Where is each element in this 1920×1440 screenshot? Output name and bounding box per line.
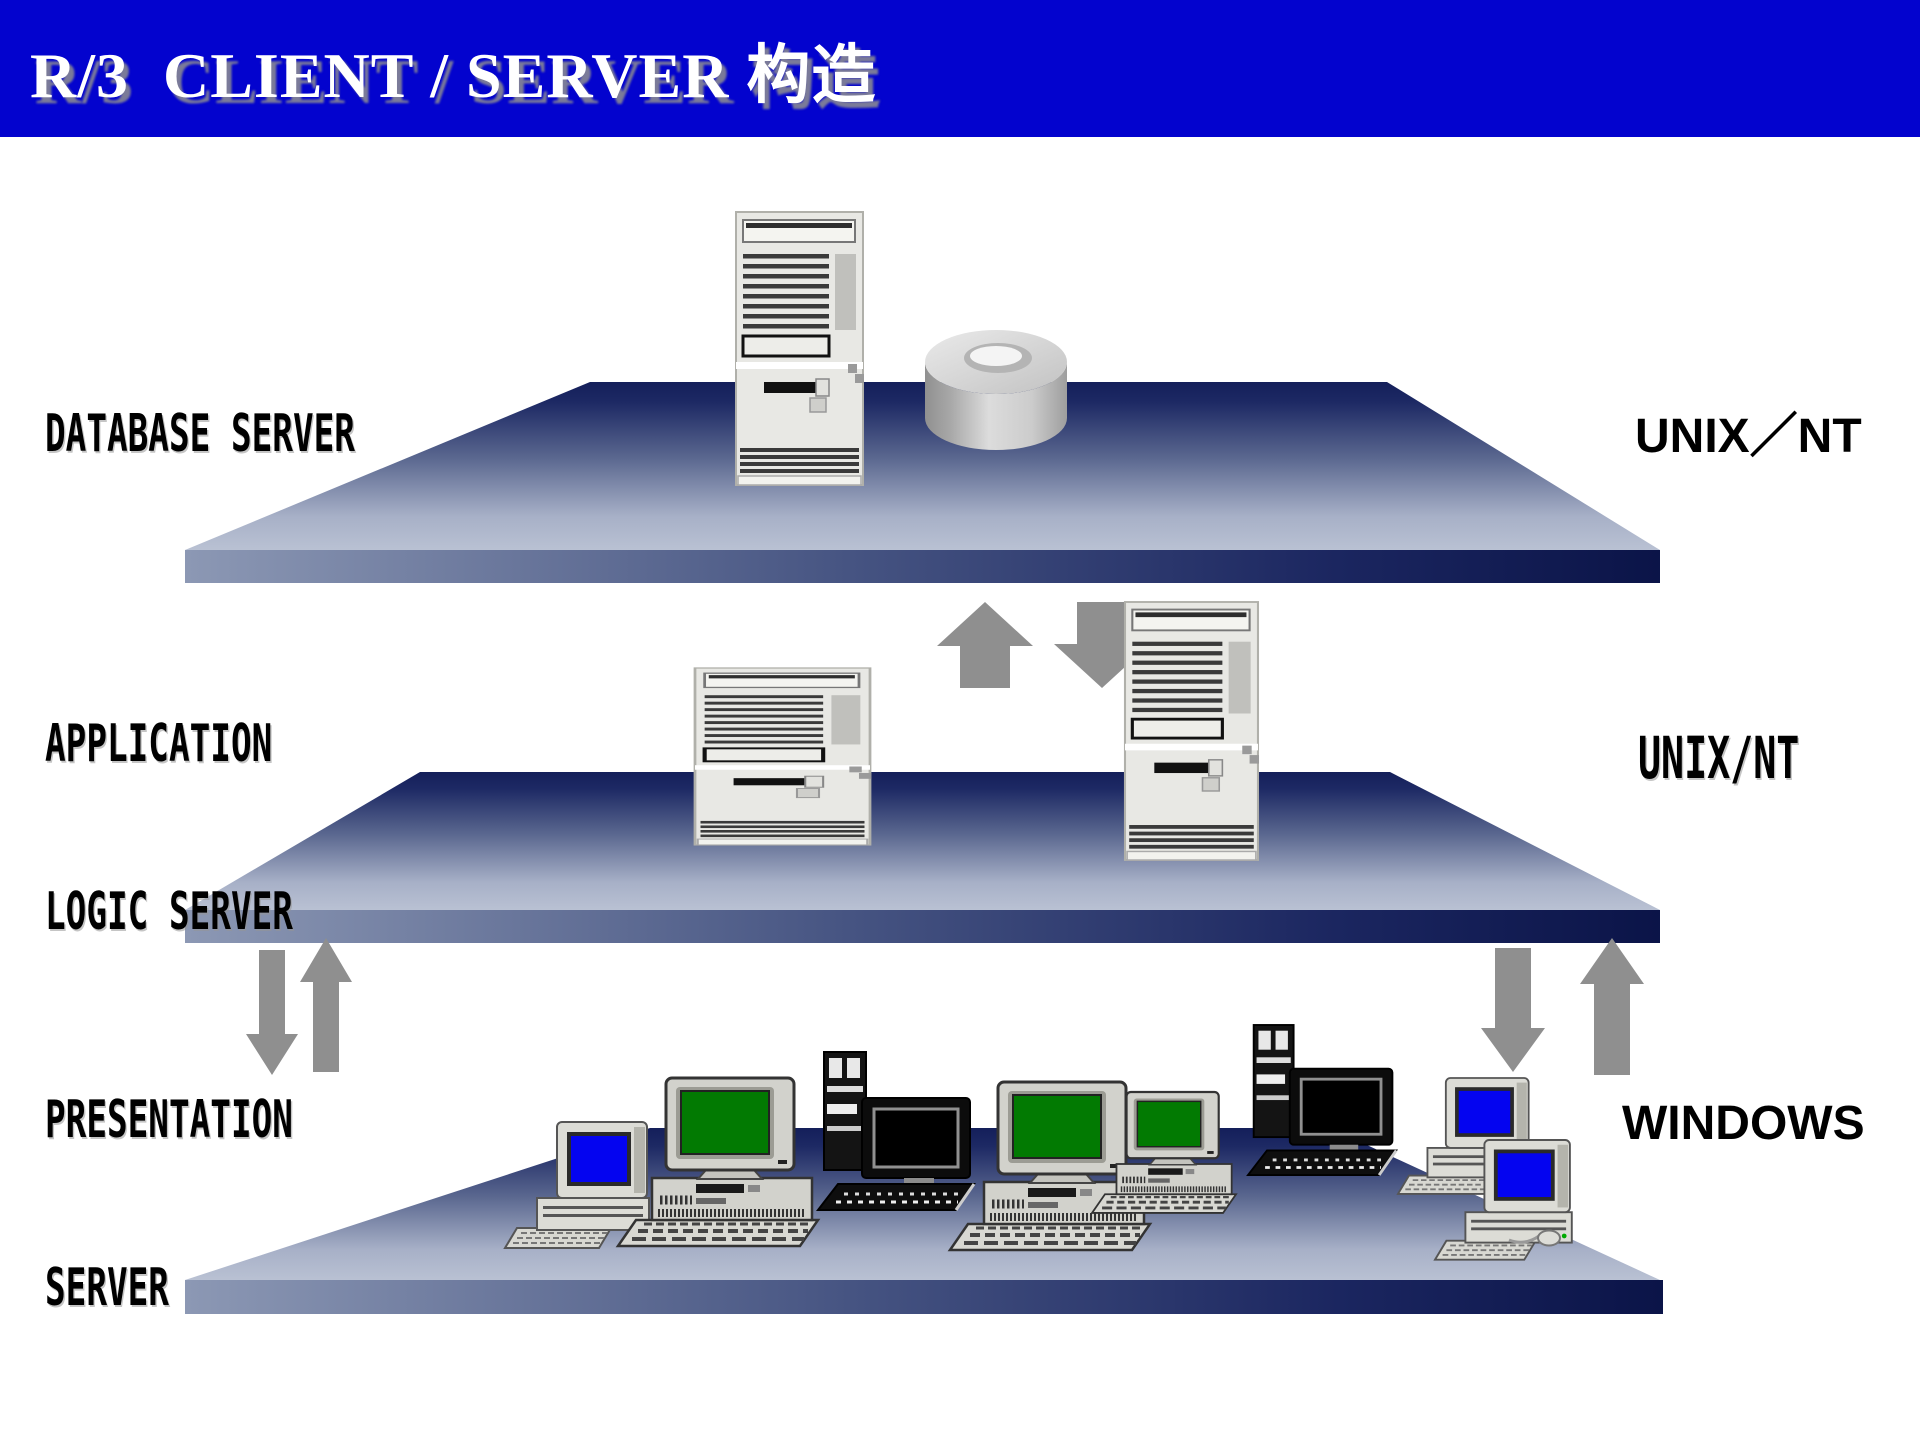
os-label-unix-nt-middle: UNIX/NT <box>1638 724 1800 792</box>
label-line: PRESENTATION <box>45 1090 293 1150</box>
platform-front-edge <box>185 550 1660 583</box>
application-server-tower-icon <box>1123 600 1261 862</box>
laptop-black-icon <box>816 1050 976 1212</box>
header-bar: R/3 CLIENT / SERVER 构造 <box>0 0 1920 137</box>
up-arrow-icon <box>937 602 1033 688</box>
os-label-unix-nt-top: UNIX／NT <box>1635 410 1862 463</box>
application-logic-server-label: APPLICATION LOGIC SERVER <box>45 604 293 1052</box>
label-line: LOGIC SERVER <box>45 882 293 942</box>
label-line: DATABASE SERVER <box>45 404 355 464</box>
laptop-black-icon <box>1246 1023 1398 1177</box>
database-platform <box>185 382 1660 583</box>
platform-front-edge <box>185 910 1660 943</box>
up-arrow-icon <box>1580 938 1644 1075</box>
label-line: SERVER <box>45 1258 169 1318</box>
application-platform <box>185 772 1660 943</box>
down-arrow-icon <box>246 950 298 1075</box>
database-server-label: DATABASE SERVER <box>45 294 355 574</box>
presentation-server-label: PRESENTATION SERVER <box>45 980 293 1428</box>
platform-surface <box>185 772 1660 910</box>
slide-title: R/3 CLIENT / SERVER 构造 <box>30 40 877 111</box>
up-arrow-icon <box>300 938 352 1072</box>
down-arrow-icon <box>1481 948 1545 1072</box>
label-line: APPLICATION <box>45 714 273 774</box>
database-cylinder-icon <box>925 330 1067 450</box>
os-label-windows: WINDOWS <box>1622 1097 1865 1150</box>
application-server-tower-icon <box>695 668 871 845</box>
database-server-tower-icon <box>734 210 866 487</box>
platform-surface <box>185 382 1660 550</box>
platform-front-edge <box>185 1280 1663 1314</box>
